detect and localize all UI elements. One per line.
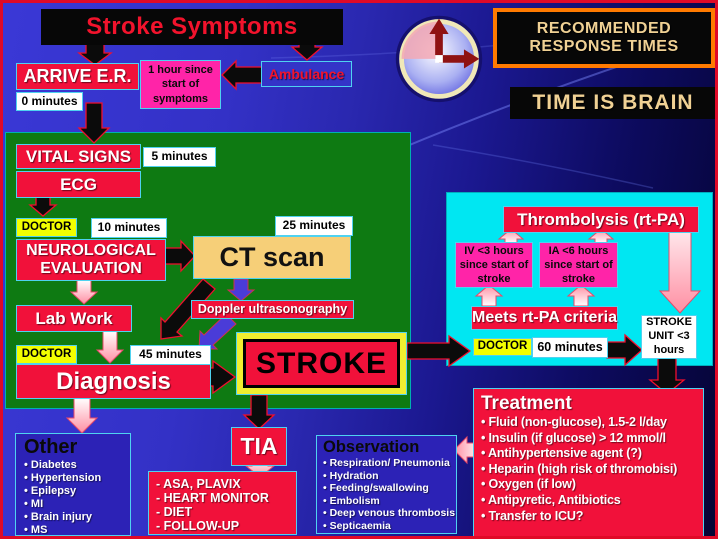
other-conditions-box: Other • Diabetes • Hypertension • Epilep… bbox=[15, 433, 131, 536]
list-item: • Brain injury bbox=[24, 511, 93, 523]
list-item: • Insulin (if glucose) > 12 mmol/l bbox=[481, 430, 666, 445]
vital-signs-box: VITAL SIGNS bbox=[16, 144, 141, 169]
list-item: • Transfer to ICU? bbox=[481, 508, 584, 523]
list-item: • Diabetes bbox=[24, 459, 77, 471]
arrive-er-box: ARRIVE E.R. bbox=[16, 63, 139, 90]
time-badge-0min: 0 minutes bbox=[16, 92, 83, 111]
arrow-meets-to-iv bbox=[474, 284, 504, 307]
treatment-title: Treatment bbox=[481, 393, 572, 414]
list-item: • Epilepsy bbox=[24, 485, 77, 497]
arrow-stroke-to-doctor bbox=[406, 334, 472, 368]
list-item: - ASA, PLAVIX bbox=[156, 477, 241, 491]
meets-rtpa-criteria-box: Meets rt-PA criteria bbox=[471, 306, 618, 330]
arrow-meets-to-ia bbox=[566, 284, 596, 307]
list-item: • Respiration/ Pneumonia bbox=[323, 457, 450, 469]
doppler-ultrasonography-box: Doppler ultrasonography bbox=[191, 300, 354, 319]
arrow-ecg-to-doctor bbox=[28, 195, 58, 217]
arrow-stroke-to-tia bbox=[242, 394, 276, 430]
ecg-box: ECG bbox=[16, 171, 141, 198]
recommended-line1: RECOMMENDED bbox=[536, 19, 672, 37]
stroke-label: STROKE bbox=[243, 339, 400, 388]
list-item: • Fluid (non-glucose), 1.5-2 l/day bbox=[481, 415, 667, 429]
observation-box: Observation • Respiration/ Pneumonia • H… bbox=[316, 435, 457, 534]
list-item: • Feeding/swallowing bbox=[323, 482, 429, 494]
arrow-labwork-to-diagnosis bbox=[95, 330, 125, 364]
thrombolysis-box: Thrombolysis (rt-PA) bbox=[503, 206, 699, 233]
list-item: - FOLLOW-UP bbox=[156, 519, 240, 533]
flow-arrows bbox=[28, 28, 702, 478]
lab-work-box: Lab Work bbox=[16, 305, 132, 332]
tia-box: TIA bbox=[231, 427, 287, 466]
stroke-box: STROKE bbox=[236, 332, 407, 395]
arrow-ct-to-doppler bbox=[226, 278, 256, 302]
arrow-doppler-to-diagnosis bbox=[198, 313, 237, 350]
recommended-response-times-banner: RECOMMENDED RESPONSE TIMES bbox=[493, 8, 715, 68]
iv-window-box: IV <3 hours since start of stroke bbox=[455, 242, 533, 288]
list-item: • Hydration bbox=[323, 469, 379, 482]
list-item: • Embolism bbox=[323, 494, 380, 507]
arrow-sixty-to-unit bbox=[606, 333, 643, 367]
time-badge-60min: 60 minutes bbox=[532, 337, 608, 358]
doctor-badge-3: DOCTOR bbox=[473, 338, 532, 356]
tia-plan-box: - ASA, PLAVIX - HEART MONITOR - DIET - F… bbox=[148, 471, 297, 535]
clock-icon bbox=[395, 15, 483, 103]
list-item: • Septicaemia bbox=[323, 519, 391, 532]
neurological-evaluation-box: NEUROLOGICAL EVALUATION bbox=[16, 239, 166, 281]
arrow-er-to-vitals bbox=[77, 102, 111, 144]
list-item: • Antipyretic, Antibiotics bbox=[481, 492, 621, 507]
ia-window-box: IA <6 hours since start of stroke bbox=[539, 242, 618, 288]
other-title: Other bbox=[24, 436, 78, 458]
arrow-ct-to-diagnosis bbox=[160, 278, 216, 340]
diagnosis-box: Diagnosis bbox=[16, 364, 211, 399]
background-swoosh bbox=[432, 144, 654, 189]
stroke-unit-box: STROKE UNIT <3 hours bbox=[641, 315, 697, 359]
list-item: • Deep venous thrombosis bbox=[323, 507, 456, 519]
time-badge-5min: 5 minutes bbox=[143, 147, 216, 167]
arrow-neuro-to-labwork bbox=[69, 279, 99, 305]
page-title: Stroke Symptoms bbox=[41, 9, 343, 45]
list-item: • Oxygen (if low) bbox=[481, 477, 576, 492]
recommended-line2: RESPONSE TIMES bbox=[529, 38, 679, 55]
arrow-ambulance-to-onehour bbox=[221, 59, 266, 91]
list-item: - DIET bbox=[156, 505, 193, 519]
list-item: • Antihypertensive agent (?) bbox=[481, 446, 642, 461]
list-item: • MS bbox=[24, 524, 48, 536]
one-hour-note-box: 1 hour since start of symptoms bbox=[140, 60, 221, 109]
ct-scan-box: CT scan bbox=[193, 236, 351, 279]
arrow-unit-to-treatment bbox=[648, 357, 686, 395]
time-badge-25min: 25 minutes bbox=[275, 216, 353, 236]
observation-title: Observation bbox=[323, 438, 420, 456]
arrow-diagnosis-to-other bbox=[65, 397, 99, 434]
list-item: - HEART MONITOR bbox=[156, 491, 269, 505]
time-badge-10min: 10 minutes bbox=[91, 218, 167, 238]
list-item: • Heparin (high risk of thromobisi) bbox=[481, 461, 678, 476]
list-item: • MI bbox=[24, 498, 44, 510]
doctor-badge-1: DOCTOR bbox=[16, 218, 77, 237]
doctor-badge-2: DOCTOR bbox=[16, 345, 77, 364]
treatment-box: Treatment • Fluid (non-glucose), 1.5-2 l… bbox=[473, 388, 704, 536]
list-item: • Hypertension bbox=[24, 472, 102, 484]
ambulance-box: Ambulance bbox=[261, 61, 352, 87]
time-badge-45min: 45 minutes bbox=[130, 345, 211, 365]
time-is-brain-banner: TIME IS BRAIN bbox=[510, 87, 715, 119]
